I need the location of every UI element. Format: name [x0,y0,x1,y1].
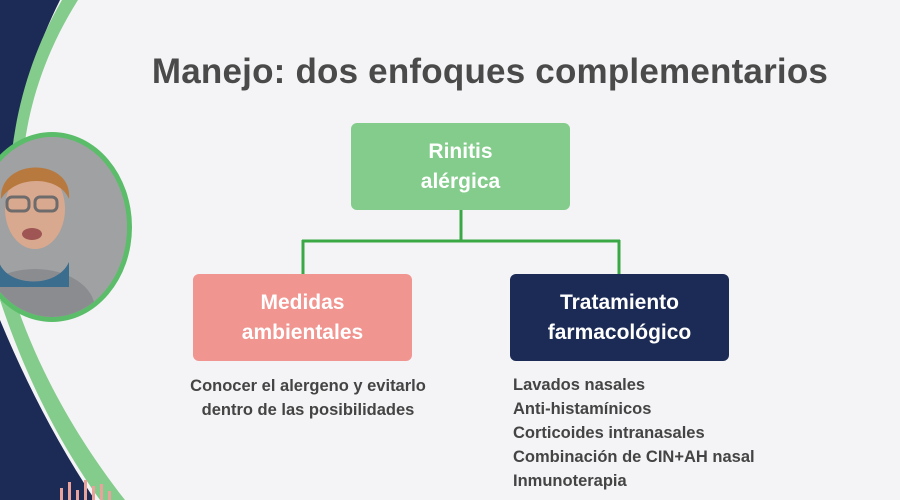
box-tratamiento-farmacologico: Tratamiento farmacológico [510,274,729,361]
list-item: Lavados nasales [513,376,646,394]
navy-bottom-shape [0,320,95,500]
audio-bars [60,480,111,500]
medidas-description: Conocer el alergeno y evitarlo dentro de… [190,377,426,419]
tratamiento-list: Lavados nasales Anti-histamínicos Cortic… [513,373,803,493]
box-rinitis-alergica: Rinitis alérgica [351,123,570,210]
green-swoosh-bottom [0,300,125,500]
slide-title: Manejo: dos enfoques complementarios [151,52,829,91]
list-item: Combinación de CIN+AH nasal [513,448,755,466]
presenter-webcam-avatar [0,132,132,322]
list-item: Inmunoterapia [513,472,627,490]
list-item: Corticoides intranasales [513,424,705,442]
list-item: Anti-histamínicos [513,400,652,418]
presenter-icon [0,137,127,317]
box-medidas-ambientales: Medidas ambientales [193,274,412,361]
